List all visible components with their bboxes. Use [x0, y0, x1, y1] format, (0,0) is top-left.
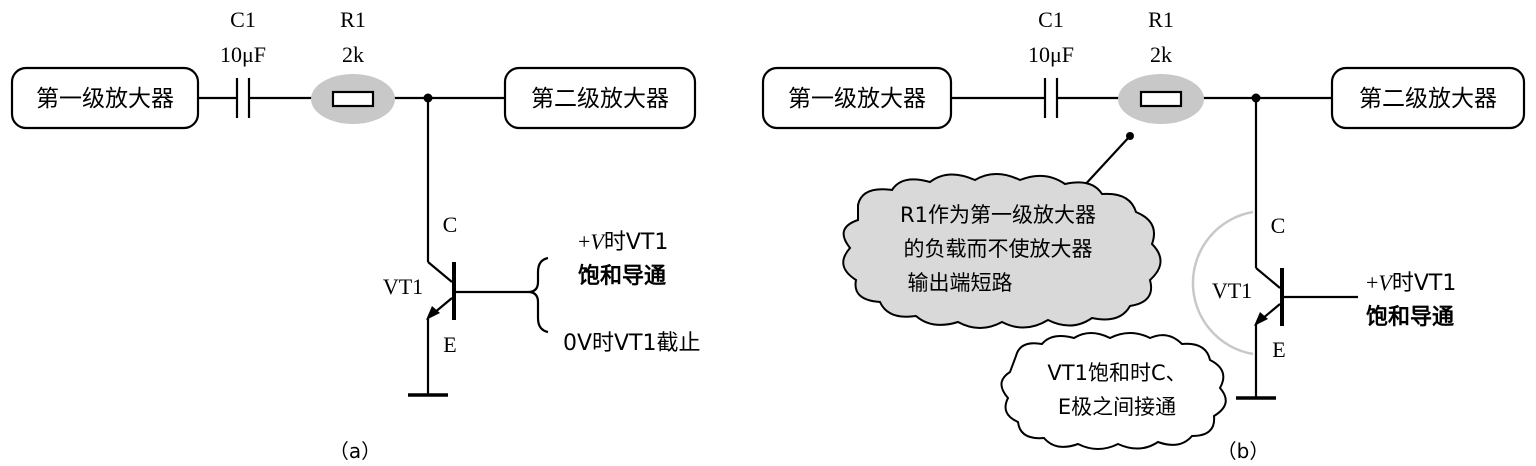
panel-a: 第一级放大器 第二级放大器 C1 10μF R1 2k C E VT1 — [10, 7, 701, 463]
transistor-label-b: VT1 — [1212, 278, 1252, 303]
callout-r1-line-1: R1作为第一级放大器 — [900, 203, 1096, 227]
base-note-saturate-b: 饱和导通 — [1366, 304, 1454, 330]
base-note-cutoff: 0V时VT1截止 — [563, 331, 701, 356]
c1-name-label-b: C1 — [1038, 7, 1064, 32]
callout-vt1-cloud — [1000, 332, 1227, 450]
emitter-label-b: E — [1272, 337, 1285, 362]
callout-r1-line-2: 的负载而不使放大器 — [904, 237, 1093, 261]
base-note-high: +V时VT1 — [578, 229, 668, 255]
callout-r1-cloud — [842, 173, 1162, 329]
base-note-saturate: 饱和导通 — [578, 263, 666, 289]
caption-a: （a） — [329, 439, 381, 463]
c1-value-label: 10μF — [220, 42, 266, 67]
collector-label-b: C — [1271, 213, 1286, 238]
transistor-label: VT1 — [383, 274, 423, 299]
panel-b: 第一级放大器 第二级放大器 C1 10μF R1 2k C E VT1 +V时V… — [761, 7, 1526, 463]
collector-label: C — [443, 212, 458, 237]
callout-r1-pointer — [1081, 135, 1131, 189]
emitter-arrow-icon-b — [1254, 312, 1268, 326]
resistor-r1-b — [1139, 90, 1183, 108]
collector-lead-b — [1255, 267, 1281, 289]
emitter-label: E — [443, 332, 456, 357]
callout-r1-line-3: 输出端短路 — [908, 271, 1013, 295]
first-stage-amplifier-label: 第一级放大器 — [36, 86, 174, 112]
resistor-r1 — [331, 90, 375, 108]
first-stage-amplifier-label-b: 第一级放大器 — [788, 86, 926, 112]
collector-lead — [427, 261, 453, 283]
second-stage-amplifier-label-b: 第二级放大器 — [1359, 86, 1497, 112]
callout-r1-pointer-dot — [1126, 132, 1134, 140]
ce-conduction-arc — [1191, 210, 1254, 356]
emitter-arrow-icon — [426, 306, 440, 320]
callout-vt1-line-2: E极之间接通 — [1058, 395, 1176, 419]
input-brace — [527, 256, 549, 334]
r1-value-label: 2k — [342, 42, 364, 67]
c1-value-label-b: 10μF — [1028, 42, 1074, 67]
r1-name-label-b: R1 — [1148, 7, 1174, 32]
caption-b: （b） — [1217, 439, 1270, 463]
callout-vt1-line-1: VT1饱和时C、 — [1047, 361, 1186, 385]
r1-name-label: R1 — [340, 7, 366, 32]
second-stage-amplifier-label: 第二级放大器 — [531, 86, 669, 112]
base-note-high-b: +V时VT1 — [1366, 270, 1456, 296]
r1-value-label-b: 2k — [1150, 42, 1172, 67]
c1-name-label: C1 — [230, 7, 256, 32]
